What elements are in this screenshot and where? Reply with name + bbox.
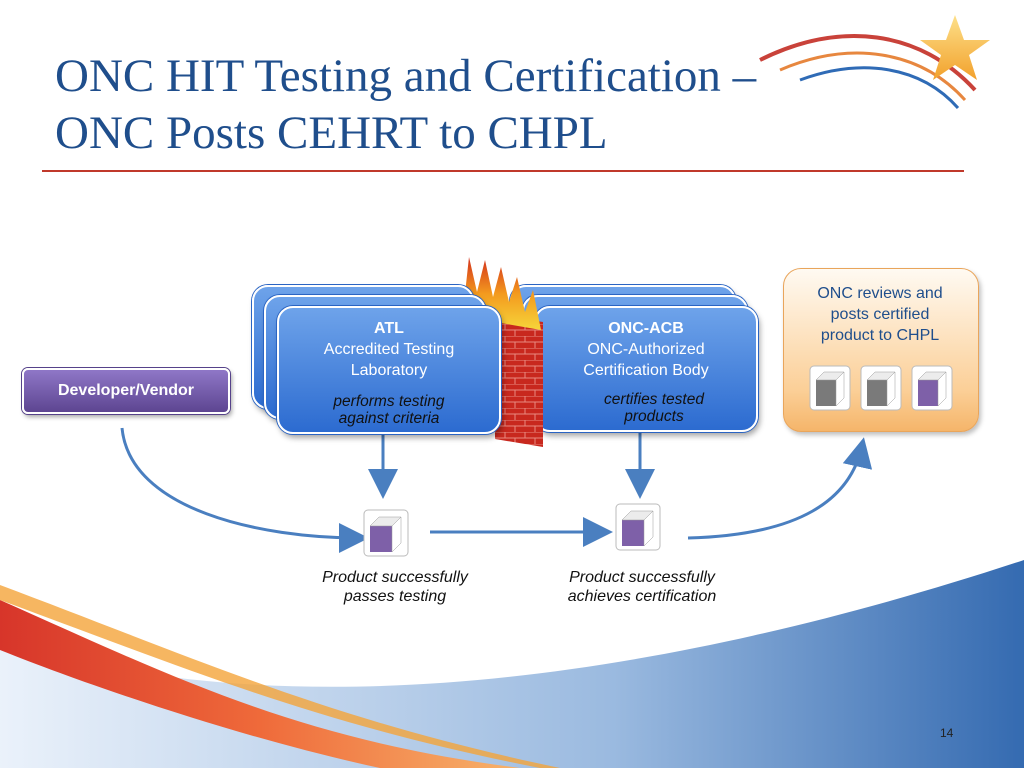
caption-achieves-certification: Product successfully achieves certificat… <box>532 568 752 606</box>
chpl-text-line-1: ONC reviews and <box>817 285 943 302</box>
atl-name-line-1: Accredited Testing <box>323 341 455 358</box>
chpl-text-line-2: posts certified <box>830 306 930 323</box>
atl-action: performs testing against criteria <box>277 393 501 427</box>
onc-acb-action: certifies tested products <box>542 391 766 425</box>
onc-acb-action-line-1: certifies tested <box>604 391 704 408</box>
onc-acb-name-line-2: Certification Body <box>583 362 709 379</box>
onc-acb-action-line-2: products <box>624 408 684 425</box>
slide-number: 14 <box>940 726 954 740</box>
title-line-2: ONC Posts CEHRT to CHPL <box>55 107 608 159</box>
title-divider <box>42 170 964 172</box>
chpl-text: ONC reviews and posts certified product … <box>783 283 977 346</box>
certified-product-cube-icon <box>615 503 661 551</box>
onc-acb-name-line-1: ONC-Authorized <box>587 341 705 358</box>
purple-cube-icon <box>911 365 953 411</box>
atl-action-line-2: against criteria <box>338 410 440 427</box>
onc-acb-abbr: ONC-ACB <box>608 320 684 337</box>
vendor-to-testing-arrow <box>120 427 369 553</box>
star-icon <box>920 15 990 80</box>
cert-to-chpl-arrow <box>687 437 873 540</box>
slide-title: ONC HIT Testing and Certification – ONC … <box>55 48 955 162</box>
title-line-1: ONC HIT Testing and Certification – <box>55 50 757 102</box>
atl-abbr: ATL <box>374 320 404 337</box>
atl-label: ATL Accredited Testing Laboratory <box>277 318 501 381</box>
atl-name-line-2: Laboratory <box>350 362 428 379</box>
gray-cube-icon <box>809 365 851 411</box>
onc-acb-label: ONC-ACB ONC-Authorized Certification Bod… <box>534 318 758 381</box>
chpl-text-line-3: product to CHPL <box>820 327 940 344</box>
caption-testing-line-2: passes testing <box>343 588 447 605</box>
atl-card <box>277 306 501 434</box>
caption-cert-line-1: Product successfully <box>569 569 715 586</box>
developer-vendor-box: Developer/Vendor <box>22 368 230 414</box>
atl-action-line-1: performs testing <box>333 393 445 410</box>
gray-cube-icon <box>860 365 902 411</box>
caption-passes-testing: Product successfully passes testing <box>290 568 500 606</box>
tested-product-cube-icon <box>363 509 409 557</box>
caption-testing-line-1: Product successfully <box>322 569 468 586</box>
chpl-cubes <box>809 365 953 411</box>
caption-cert-line-2: achieves certification <box>567 588 717 605</box>
